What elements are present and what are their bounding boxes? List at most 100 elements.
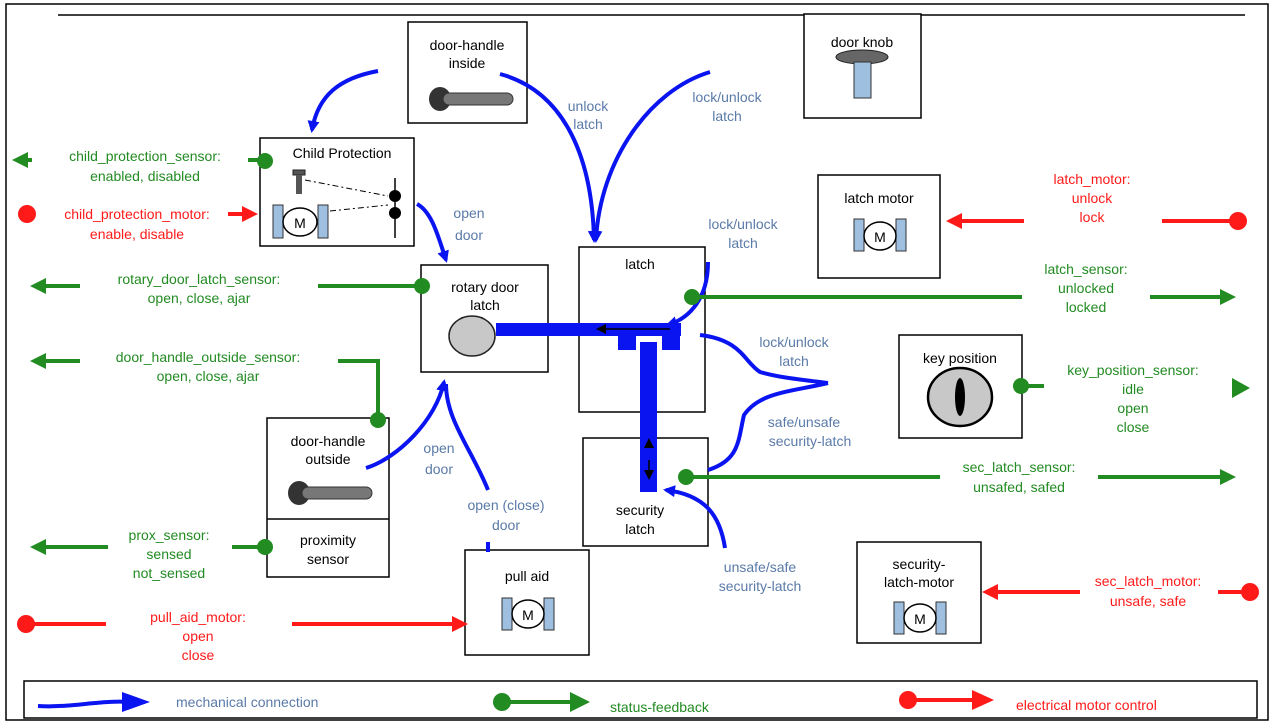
door-knob-label: door knob (831, 34, 893, 50)
door-handle-outside-sensor-values: open, close, ajar (157, 368, 260, 384)
open-close-door-label-2: door (492, 517, 520, 533)
pull-aid-to-rotary (444, 383, 490, 491)
lock-unlock-top-label-2: latch (712, 108, 742, 124)
legend: mechanical connection status-feedback el… (23, 680, 1258, 719)
rotary-door-latch-sensor-label: rotary_door_latch_sensor: (118, 271, 281, 287)
key-to-seclatch (707, 381, 829, 472)
door-handle-inside-label: door-handle (430, 37, 505, 53)
legend-electrical-label: electrical motor control (1016, 697, 1157, 713)
mechanical-labels: unlock latch lock/unlock latch open door… (423, 89, 851, 594)
sec-latch-sensor-label: sec_latch_sensor: (963, 459, 1076, 475)
security-latch-motor-icon: M (893, 601, 947, 635)
child-protection-motor-icon: M (272, 204, 329, 239)
rotary-door-latch-box: rotary door latch (420, 264, 549, 373)
latch-motor-to-latch (665, 261, 710, 328)
motor-letter: M (294, 215, 306, 231)
unlock-latch-label-2: latch (573, 116, 603, 132)
key-position-sensor-label: key_position_sensor: (1067, 362, 1199, 378)
safe-unsafe-label-2: security-latch (769, 433, 851, 449)
security-latch-label: security (616, 502, 664, 518)
door-handle-inside-box: door-handle inside (407, 21, 528, 124)
pull-aid-label: pull aid (505, 568, 549, 584)
open-door-bottom-label: open (423, 440, 454, 456)
legend-mechanical: mechanical connection (37, 692, 318, 712)
lock-unlock-mid-label: lock/unlock (708, 216, 778, 232)
child-protection-pin-icon (292, 169, 306, 194)
open-close-door-label: open (close) (467, 497, 544, 513)
status-labels: child_protection_sensor: enabled, disabl… (69, 148, 1199, 581)
key-position-sensor-value-1: idle (1122, 381, 1144, 397)
key-position-sensor-value-3: close (1117, 419, 1150, 435)
motor-letter: M (914, 611, 926, 627)
latch-motor-icon: M (853, 218, 907, 252)
handle-inside-to-child-protection (307, 69, 379, 133)
sec-latch-sensor-values: unsafed, safed (973, 479, 1065, 495)
unsafe-safe-label-2: security-latch (719, 578, 801, 594)
door-handle-outside-label-2: outside (305, 451, 350, 467)
mechanical-connections (307, 69, 829, 552)
latch-motor-signal-label: latch_motor: (1053, 171, 1130, 187)
lock-unlock-top-to-latch (590, 70, 711, 243)
latch-to-key-top (699, 333, 829, 385)
security-latch-motor-box: security- latch-motor M (856, 541, 982, 644)
door-handle-outside-label: door-handle (291, 433, 366, 449)
proximity-sensor-label-2: sensor (307, 551, 349, 567)
diagram-frame (5, 3, 1269, 721)
door-handle-outside-sensor-label: door_handle_outside_sensor: (116, 349, 300, 365)
door-knob-icon (835, 49, 889, 99)
latch-label: latch (625, 256, 655, 272)
sec-latch-motor-label: sec_latch_motor: (1095, 573, 1202, 589)
pull-aid-box: pull aid M (464, 549, 590, 656)
open-door-top-label-2: door (455, 227, 483, 243)
legend-status-label: status-feedback (610, 699, 710, 715)
unsafe-safe-to-seclatch (663, 485, 727, 549)
key-cylinder-icon (926, 366, 994, 428)
legend-status: status-feedback (493, 692, 710, 715)
motor-control-labels: child_protection_motor: enable, disable … (64, 171, 1201, 663)
door-knob-box: door knob (803, 13, 922, 119)
motor-letter: M (522, 607, 534, 623)
latch-sensor-label: latch_sensor: (1044, 261, 1127, 277)
child-protection-motor-values: enable, disable (90, 226, 184, 242)
pull-aid-motor-label: pull_aid_motor: (150, 609, 246, 625)
door-handle-icon (429, 87, 514, 111)
prox-sensor-value-1: sensed (146, 546, 191, 562)
door-handle-outside-icon (288, 481, 373, 505)
rotary-door-latch-sensor-values: open, close, ajar (148, 290, 251, 306)
open-door-bottom-label-2: door (425, 461, 453, 477)
lock-unlock-top-label: lock/unlock (692, 89, 762, 105)
security-latch-motor-label: security- (893, 556, 946, 572)
child-protection-box: Child Protection M (259, 137, 415, 247)
child-protection-sensor-values: enabled, disabled (90, 168, 200, 184)
latch-motor-box: latch motor M (817, 174, 941, 279)
key-position-label: key position (923, 350, 997, 366)
pull-aid-motor-value-2: close (182, 647, 215, 663)
latch-linkage (496, 323, 681, 492)
switch-icon (389, 178, 401, 238)
latch-motor-value-1: unlock (1072, 190, 1113, 206)
legend-electrical: electrical motor control (899, 690, 1157, 713)
pull-aid-motor-value-1: open (182, 628, 213, 644)
proximity-sensor-label: proximity (300, 532, 356, 548)
unlock-latch-label: unlock (568, 98, 609, 114)
safe-unsafe-label: safe/unsafe (768, 414, 841, 430)
latch-sensor-value-2: locked (1066, 299, 1106, 315)
lock-unlock-right-label-2: latch (779, 353, 809, 369)
legend-mechanical-label: mechanical connection (176, 694, 318, 710)
motor-control-dots (17, 205, 1259, 633)
key-position-sensor-value-2: open (1117, 400, 1148, 416)
handle-inside-to-latch (499, 72, 600, 243)
child-protection-label: Child Protection (293, 145, 392, 161)
key-position-box: key position (898, 334, 1023, 439)
lock-unlock-mid-label-2: latch (728, 235, 758, 251)
lock-unlock-right-label: lock/unlock (759, 334, 829, 350)
rotary-door-latch-label-2: latch (470, 297, 500, 313)
rotary-latch-icon (448, 315, 496, 357)
status-feedback-lines (12, 152, 1236, 555)
child-protection-sensor-label: child_protection_sensor: (69, 148, 221, 164)
latch-motor-value-2: lock (1080, 209, 1106, 225)
prox-sensor-value-2: not_sensed (133, 565, 205, 581)
door-handle-outside-box: door-handle outside proximity sensor (266, 417, 390, 578)
open-door-top-label: open (453, 205, 484, 221)
